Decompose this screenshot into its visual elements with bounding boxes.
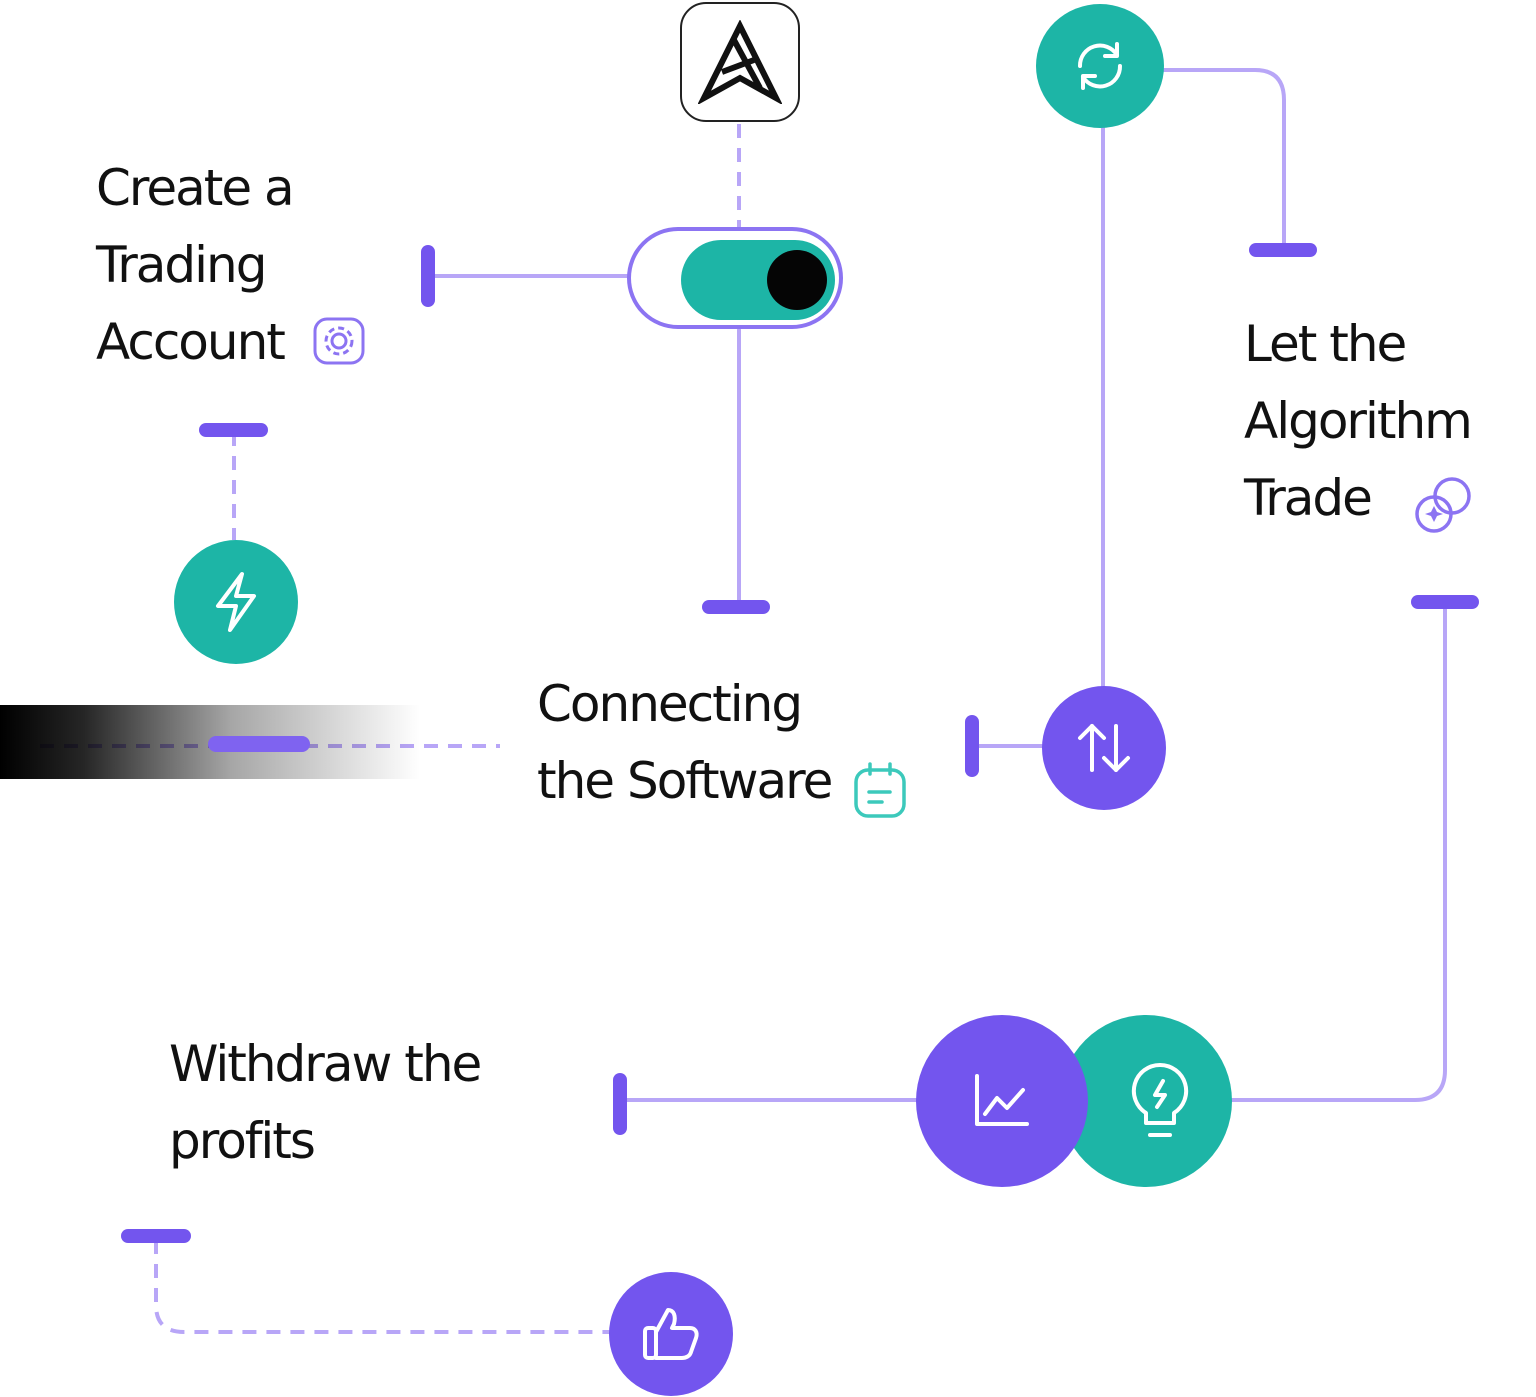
node-like[interactable] — [609, 1272, 733, 1396]
thumbs-up-icon — [643, 1308, 699, 1360]
node-bolt[interactable] — [174, 540, 298, 664]
connector-sync-right — [1162, 68, 1286, 250]
toggle-track — [681, 240, 835, 320]
notepad-icon — [854, 762, 906, 818]
coins-icon — [1415, 477, 1471, 533]
step-algorithm-trade-line-3: Trade — [1244, 469, 1373, 527]
progress-pill — [208, 736, 310, 752]
step-create-account-line-1: Create a — [96, 159, 295, 217]
node-idea[interactable] — [1060, 1015, 1232, 1187]
lightbulb-icon — [1131, 1062, 1189, 1137]
toggle-switch[interactable] — [627, 227, 843, 329]
node-chart[interactable] — [916, 1015, 1088, 1187]
step-withdraw-profits-line-1: Withdraw the — [169, 1035, 482, 1093]
step-create-account-label: Create a Trading Account — [96, 150, 295, 381]
arrow-logo-icon — [698, 20, 782, 104]
toggle-knob[interactable] — [767, 250, 827, 310]
step-withdraw-profits-label: Withdraw the profits — [169, 1026, 482, 1180]
step-connect-software-line-2: the Software — [537, 752, 833, 810]
step-algorithm-trade-line-1: Let the — [1244, 315, 1407, 373]
line-chart-icon — [975, 1074, 1029, 1126]
step-connect-software-label: Connecting the Software — [537, 666, 833, 820]
gradient-fade-bar — [0, 705, 420, 779]
step-algorithm-trade-line-2: Algorithm — [1244, 392, 1473, 450]
step-create-account-line-2: Trading — [96, 236, 267, 294]
connector-idea-right — [1230, 600, 1447, 1102]
step-algorithm-trade-label: Let the Algorithm Trade — [1244, 306, 1473, 537]
node-sync[interactable] — [1036, 4, 1164, 128]
step-connect-software-line-1: Connecting — [537, 675, 803, 733]
up-down-arrows-icon — [1078, 724, 1130, 772]
gear-box-icon — [313, 317, 365, 365]
lightning-icon — [216, 572, 256, 632]
step-withdraw-profits-line-2: profits — [169, 1112, 316, 1170]
step-create-account-line-3: Account — [96, 313, 286, 371]
refresh-icon — [1077, 42, 1123, 90]
app-logo — [680, 2, 800, 122]
dashed-withdraw-like — [154, 1240, 610, 1334]
node-transfer[interactable] — [1042, 686, 1166, 810]
